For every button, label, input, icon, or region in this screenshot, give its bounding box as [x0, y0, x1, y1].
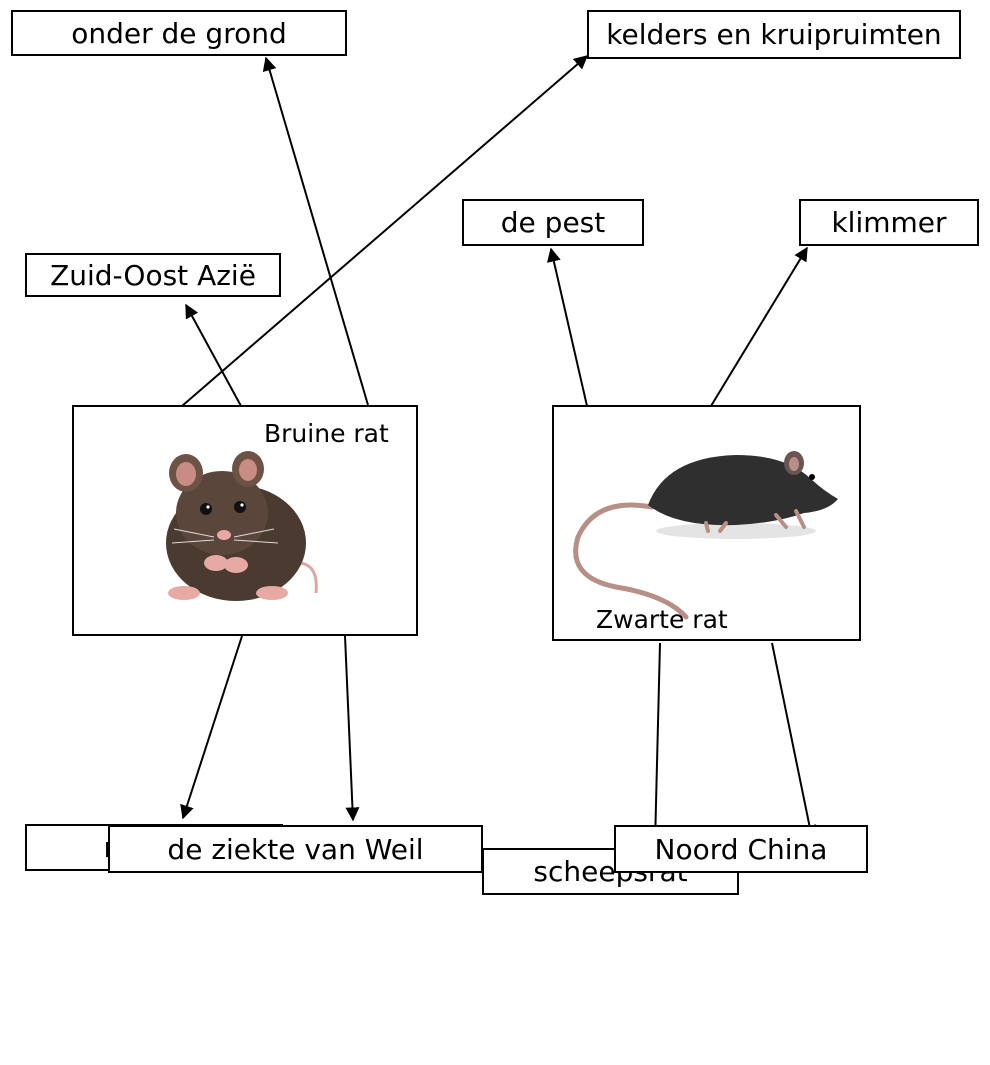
card-bruine-rat: Bruine rat — [72, 405, 418, 636]
label-zuid-oost-azie: Zuid-Oost Azië — [25, 253, 281, 297]
label-kelders-en-kruipruimten: kelders en kruipruimten — [587, 10, 961, 59]
arrow-bruine-to-kelders — [181, 55, 589, 407]
arrow-bruine-to-onder-de-grond — [262, 56, 369, 406]
label-text: kelders en kruipruimten — [606, 18, 942, 51]
card-zwarte-rat: Zwarte rat — [552, 405, 861, 641]
arrow-bruine-to-rioolrat — [180, 635, 243, 820]
label-text: de ziekte van Weil — [167, 832, 424, 866]
card-title-zwarte-rat: Zwarte rat — [596, 605, 728, 634]
arrow-zwarte-to-klimmer — [710, 246, 808, 407]
label-de-pest: de pest — [462, 199, 644, 246]
label-klimmer: klimmer — [799, 199, 979, 246]
label-noord-china: Noord China — [614, 825, 868, 873]
card-title-bruine-rat: Bruine rat — [264, 419, 389, 448]
label-text: Zuid-Oost Azië — [50, 258, 256, 292]
arrow-zwarte-to-noord-china — [771, 642, 817, 840]
label-text: Noord China — [654, 832, 828, 866]
label-onder-de-grond: onder de grond — [11, 10, 347, 56]
arrow-zwarte-to-scheepsrat — [648, 642, 663, 846]
arrow-bruine-to-ziekte-weil — [344, 635, 360, 822]
black-rat-image — [573, 451, 838, 620]
label-text: klimmer — [831, 206, 947, 239]
brown-rat-image — [166, 451, 318, 601]
label-text: de pest — [500, 206, 606, 239]
label-text: onder de grond — [71, 16, 287, 50]
arrow-bruine-to-zuid-oost-azie — [185, 303, 242, 407]
arrow-zwarte-to-de-pest — [546, 247, 588, 407]
label-de-ziekte-van-weil: de ziekte van Weil — [108, 825, 483, 873]
